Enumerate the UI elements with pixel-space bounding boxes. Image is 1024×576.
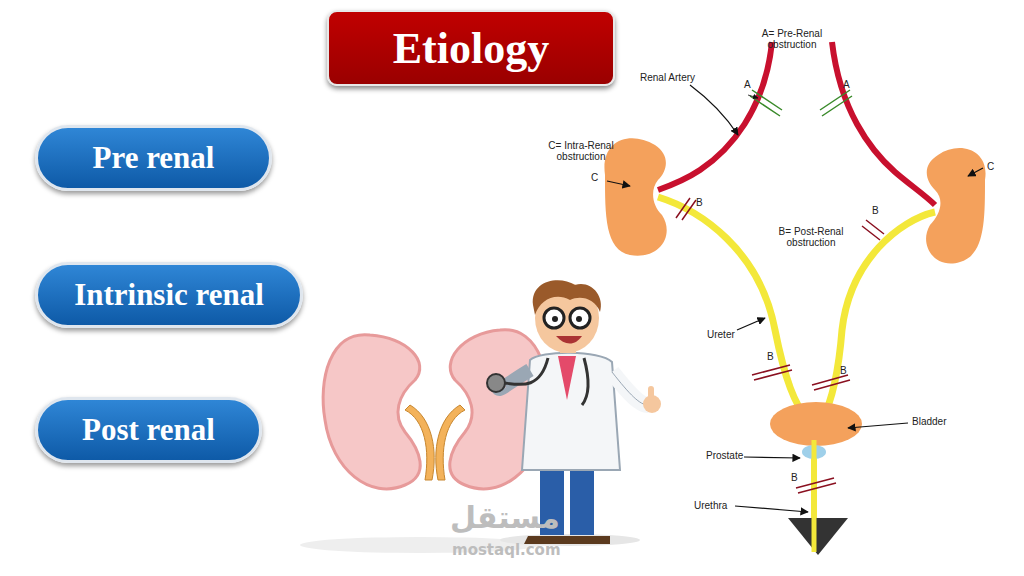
callout-letter: B <box>840 365 847 376</box>
callout-letter: B <box>696 197 703 208</box>
watermark: مستقل <box>450 500 560 535</box>
callout-letter: A <box>744 79 751 90</box>
urinary-tract-diagram <box>604 42 985 555</box>
callout-letter: B <box>791 472 798 483</box>
callout-letter: B <box>767 351 774 362</box>
callout-letter: A <box>843 79 850 90</box>
part-label: C= Intra-Renal obstruction <box>548 140 614 162</box>
watermark: mostaql.com <box>452 541 561 559</box>
callout-letter: B <box>872 205 879 216</box>
callout-letter: C <box>591 172 598 183</box>
category-pill: Intrinsic renal <box>35 262 303 328</box>
part-label: Bladder <box>912 416 946 427</box>
callout-letter: C <box>987 161 994 172</box>
part-label: A= Pre-Renal obstruction <box>750 28 834 50</box>
pill-label: Intrinsic renal <box>74 277 264 313</box>
part-label: B= Post-Renal obstruction <box>768 226 854 248</box>
pill-label: Pre renal <box>93 140 215 176</box>
pill-label: Post renal <box>82 412 215 448</box>
title-text: Etiology <box>393 23 549 74</box>
category-pill: Post renal <box>35 397 262 463</box>
part-label: Urethra <box>694 500 727 511</box>
part-label: Renal Artery <box>640 72 695 83</box>
part-label: Prostate <box>706 450 743 461</box>
category-pill: Pre renal <box>35 125 272 191</box>
part-label: Ureter <box>707 329 735 340</box>
title-box: Etiology <box>327 10 615 86</box>
